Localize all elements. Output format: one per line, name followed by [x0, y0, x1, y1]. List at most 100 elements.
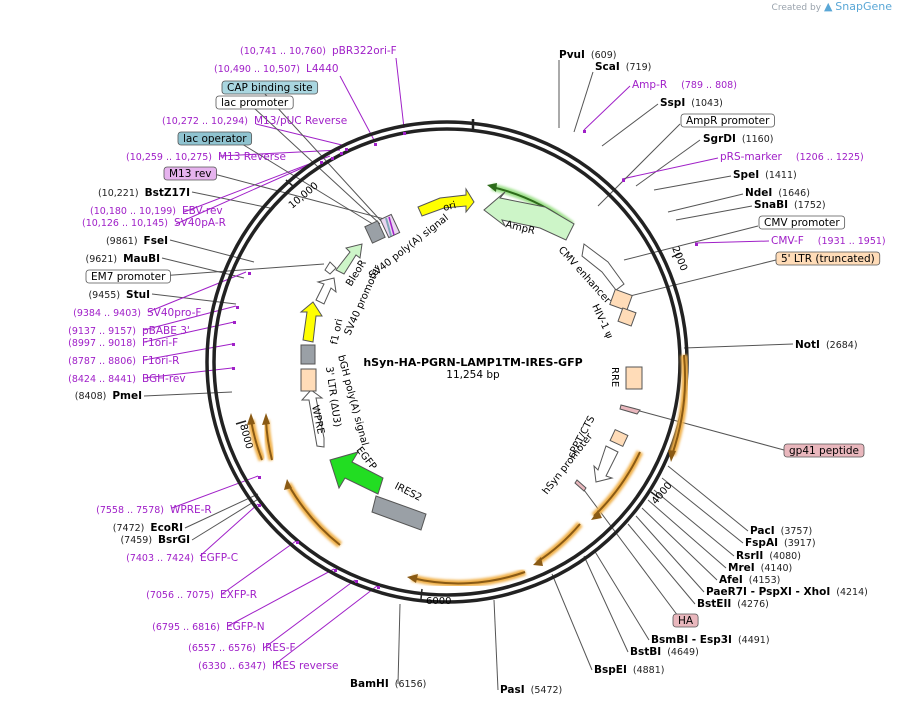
primer-14-name: EGFP-N	[226, 621, 265, 633]
site-4-name: SpeI	[733, 169, 759, 181]
brand-name: SnapGene	[835, 0, 892, 13]
site-9-coord: (3917)	[784, 538, 816, 549]
site-5-coord: (1646)	[778, 188, 810, 199]
label-f1-ori: f1 ori	[329, 318, 345, 346]
tick-marks	[235, 179, 682, 600]
feature-box-6-label: CMV promoter	[764, 217, 840, 229]
site-0-name: PvuI	[559, 49, 585, 61]
site-2-coord: (1043)	[691, 98, 723, 109]
site-7-coord: (2684)	[826, 340, 858, 351]
primer-16-name: IRES reverse	[272, 660, 339, 672]
site-26-name: BstZ17I	[145, 187, 190, 199]
site-26-coord: (10,221)	[98, 188, 139, 199]
primer-0-name: pBR322ori-F	[332, 45, 397, 57]
site-21-name: BsrGI	[158, 534, 190, 546]
site-12-coord: (4153)	[749, 575, 781, 586]
snapgene-logo: ▲	[823, 0, 833, 13]
site-15-coord: (4491)	[738, 635, 770, 646]
primer-13-name: EXFP-R	[220, 589, 257, 601]
primer-1-coord: (10,490 .. 10,507)	[214, 64, 300, 75]
site-18-coord: (5472)	[531, 685, 563, 696]
primer-19-name: CMV-F	[771, 235, 804, 247]
primer-14-coord: (6795 .. 6816)	[152, 622, 220, 633]
egfp-feature	[329, 451, 384, 495]
hsyn-feature	[593, 445, 619, 483]
outer-labels: PvuI(609)ScaI(719)SspI(1043)SgrDI(1160)S…	[68, 45, 886, 696]
primer-19-coord: (1931 .. 1951)	[818, 236, 886, 247]
primer-10-name: BGH-rev	[142, 373, 186, 385]
site-14-coord: (4276)	[737, 599, 769, 610]
feature-box-8: gp41 peptide	[783, 443, 865, 458]
site-2-name: SspI	[660, 97, 685, 109]
site-12-name: AfeI	[719, 574, 743, 586]
site-9-name: FspAI	[745, 537, 778, 549]
primer-1-name: L4440	[306, 63, 339, 75]
bgh-feature	[300, 344, 316, 365]
credit-prefix: Created by	[771, 3, 822, 13]
site-10-coord: (4080)	[769, 551, 801, 562]
sv40-polya-feature	[364, 220, 386, 244]
primer-8-coord: (8997 .. 9018)	[68, 338, 136, 349]
ori-feature	[417, 187, 475, 217]
primer-9-name: F1ori-R	[142, 355, 179, 367]
label-rre: RRE	[609, 367, 620, 387]
site-17-name: BspEI	[594, 664, 627, 676]
site-23-name: StuI	[126, 289, 150, 301]
primer-5-coord: (10,126 .. 10,145)	[82, 218, 168, 229]
feature-box-2: lac operator	[177, 131, 253, 146]
primer-11-coord: (7558 .. 7578)	[96, 505, 164, 516]
feature-box-9-label: HA	[678, 615, 694, 627]
ampr-feature	[483, 191, 575, 241]
primer-11-name: WPRE-R	[170, 504, 212, 516]
feature-box-3-bg	[163, 166, 217, 181]
primer-18-coord: (1206 .. 1225)	[796, 152, 864, 163]
site-24-coord: (9621)	[85, 254, 117, 265]
primer-5-name: SV40pA-R	[174, 217, 226, 229]
feature-box-9-bg	[672, 613, 699, 628]
cppt-feature	[609, 428, 629, 448]
primer-9-coord: (8787 .. 8806)	[68, 356, 136, 367]
primer-13-coord: (7056 .. 7075)	[146, 590, 214, 601]
feature-box-8-label: gp41 peptide	[789, 445, 859, 457]
site-6-coord: (1752)	[794, 200, 826, 211]
ltr-box-1	[609, 288, 633, 312]
ha-feature	[574, 479, 587, 492]
rre-feature	[625, 366, 643, 390]
primer-10-coord: (8424 .. 8441)	[68, 374, 136, 385]
feature-box-7-label: 5' LTR (truncated)	[781, 253, 875, 265]
site-6-name: SnaBI	[754, 199, 788, 211]
site-5-name: NdeI	[745, 187, 772, 199]
f1-ori-feature	[299, 301, 323, 343]
site-22-coord: (8408)	[75, 391, 107, 402]
leader-lines	[143, 57, 794, 691]
feature-box-0-bg	[221, 80, 319, 95]
label-sv40-polya: SV40 poly(A) signal	[367, 213, 451, 282]
primer-7-coord: (9137 .. 9157)	[68, 326, 136, 337]
site-22-name: PmeI	[112, 390, 142, 402]
site-11-name: MreI	[728, 562, 755, 574]
site-4-coord: (1411)	[765, 170, 797, 181]
site-3-coord: (1160)	[742, 134, 774, 145]
primer-2-coord: (10,272 .. 10,294)	[162, 116, 248, 127]
site-20-coord: (7472)	[113, 523, 145, 534]
label-hiv-psi: HIV-1 ψ	[589, 303, 615, 341]
label-3ltr: 3' LTR (ΔU3)	[323, 366, 342, 428]
feature-box-2-label: lac operator	[183, 133, 247, 145]
tick-label-2000: 2000	[669, 245, 689, 273]
primer-8-name: F1ori-F	[142, 337, 178, 349]
site-24-name: MauBI	[123, 253, 160, 265]
plasmid-name: hSyn-HA-PGRN-LAMP1TM-IRES-GFP	[363, 356, 582, 369]
primer-17-name: Amp-R	[632, 79, 667, 91]
site-1-name: ScaI	[595, 61, 620, 73]
label-hsyn-promoter: hSyn promoter	[541, 431, 596, 497]
primer-12-coord: (7403 .. 7424)	[126, 553, 194, 564]
label-ori: ori	[442, 200, 457, 214]
site-13-name: PaeR7I - PspXI - XhoI	[706, 586, 830, 598]
site-8-name: PacI	[750, 525, 775, 537]
feature-box-1-bg	[215, 95, 294, 110]
feature-box-1-label: lac promoter	[221, 97, 289, 109]
primer-4-name: EBV-rev	[182, 205, 223, 217]
primer-12-name: EGFP-C	[200, 552, 238, 564]
primer-7-name: pBABE 3'	[142, 325, 190, 337]
